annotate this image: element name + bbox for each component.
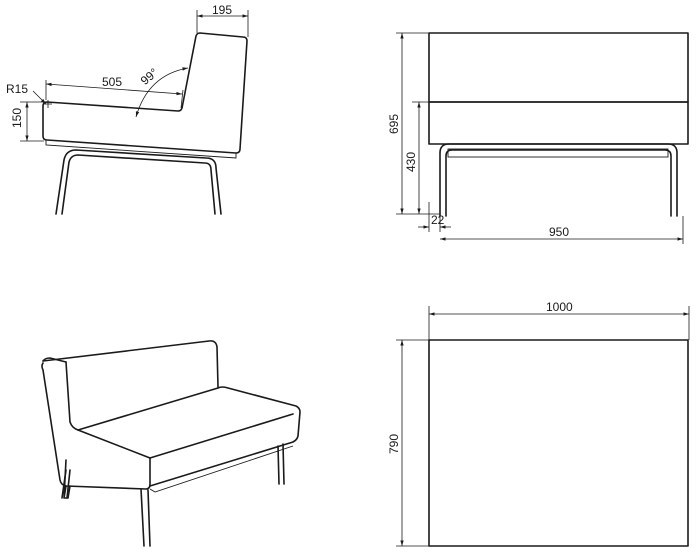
persp-leg-front [140, 488, 151, 547]
top-outline [428, 339, 689, 547]
persp-seat-base [149, 445, 294, 493]
dim-r15-label: R15 [6, 82, 28, 96]
dim-505-label: 505 [102, 75, 122, 89]
persp-leg-back [61, 469, 71, 499]
top-view: 1000 790 [387, 300, 690, 547]
dim-150-label: 150 [10, 108, 24, 128]
side-front-leg [55, 149, 222, 215]
perspective-view [41, 340, 301, 547]
dim-99-label: 99° [138, 65, 161, 88]
persp-leg-left [63, 459, 71, 499]
persp-leg-right [277, 443, 285, 485]
front-seat-support [447, 148, 669, 158]
dim-950-label: 950 [549, 225, 569, 239]
side-seat-base [45, 140, 237, 159]
front-frame-rail-inner [445, 149, 672, 217]
side-view: 195 505 99° R15 150 [6, 3, 249, 215]
side-front-leg-inner [61, 154, 216, 215]
persp-seat [77, 386, 301, 487]
dim-790-label: 790 [387, 434, 401, 454]
dim-22-label: 22 [431, 213, 445, 227]
front-backrest [428, 32, 689, 103]
front-seat [428, 101, 689, 145]
dim-195-label: 195 [212, 3, 232, 17]
front-frame-rail [439, 143, 678, 217]
dim-99-arc [135, 67, 189, 118]
front-view: 695 430 22 950 [387, 32, 689, 244]
side-body-outline [42, 32, 248, 154]
persp-side-inner [65, 361, 151, 459]
dim-430-label: 430 [404, 152, 418, 172]
dim-695-label: 695 [387, 114, 401, 134]
dim-1000-label: 1000 [546, 300, 573, 314]
persp-seat-front [149, 413, 294, 459]
persp-backrest-top [42, 357, 67, 363]
persp-backrest [42, 340, 219, 388]
persp-side-panel [41, 362, 151, 490]
